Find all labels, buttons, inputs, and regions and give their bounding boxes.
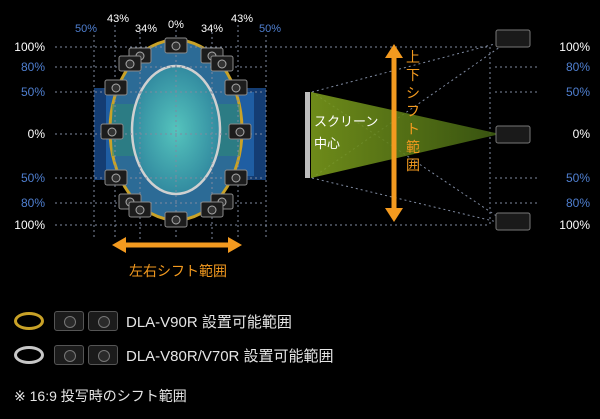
svg-text:80%: 80% [566, 196, 590, 210]
svg-text:100%: 100% [559, 40, 590, 54]
svg-text:50%: 50% [21, 171, 45, 185]
svg-text:100%: 100% [14, 40, 45, 54]
svg-text:50%: 50% [259, 23, 281, 35]
projector-lens-icon [231, 173, 241, 183]
screen-center-label: スクリーン [314, 114, 378, 129]
svg-text:80%: 80% [566, 60, 590, 74]
screen-center-label-2: 中心 [314, 136, 340, 151]
projector-icon [54, 345, 84, 365]
svg-text:34%: 34% [201, 23, 223, 35]
svg-text:下: 下 [406, 67, 420, 83]
projector-lens-icon [125, 59, 135, 69]
svg-text:43%: 43% [231, 13, 253, 25]
projector-lens-icon [107, 127, 117, 137]
svg-text:50%: 50% [75, 23, 97, 35]
right-projectors [495, 29, 531, 231]
projector-lens-icon [235, 127, 245, 137]
vertical-shift-arrow [385, 44, 403, 222]
right-labels: 100% 80% 50% 0% 50% 80% 100% [559, 40, 590, 232]
svg-text:100%: 100% [559, 218, 590, 232]
screen-bar [305, 92, 310, 178]
top-labels: 50% 43% 34% 0% 34% 43% 50% [75, 13, 281, 35]
legend-v80r-v70r: DLA-V80R/V70R 設置可能範囲 [14, 342, 334, 368]
projector-icon [88, 311, 118, 331]
svg-text:0%: 0% [28, 127, 46, 141]
svg-text:100%: 100% [14, 218, 45, 232]
svg-text:囲: 囲 [406, 157, 420, 173]
left-labels: 100% 80% 50% 0% 50% 80% 100% [14, 40, 45, 232]
svg-text:シ: シ [406, 85, 420, 101]
projector-lens-icon [111, 173, 121, 183]
shift-range-diagram: スクリーン 中心 上 下 シ フ ト 範 囲 左右シフト範囲 50% 43% 3… [14, 13, 590, 279]
svg-text:80%: 80% [21, 196, 45, 210]
footnote: ※ 16:9 投写時のシフト範囲 [14, 388, 187, 404]
projector-lens-icon [171, 215, 181, 225]
svg-text:上: 上 [406, 49, 420, 65]
projector-icon [54, 311, 84, 331]
svg-text:0%: 0% [573, 127, 591, 141]
svg-text:範: 範 [406, 139, 420, 155]
svg-text:50%: 50% [566, 171, 590, 185]
projector-lens-icon [135, 205, 145, 215]
projector-lens-icon [231, 83, 241, 93]
projector-lens-icon [111, 83, 121, 93]
projector-icons [100, 37, 252, 228]
svg-text:フ: フ [406, 103, 420, 119]
svg-text:43%: 43% [107, 13, 129, 25]
vertical-shift-label: 上 下 シ フ ト 範 囲 [406, 49, 420, 173]
svg-text:50%: 50% [21, 85, 45, 99]
gold-ring-icon [14, 312, 44, 330]
projector-lens-icon [217, 59, 227, 69]
projector-icon [88, 345, 118, 365]
svg-text:34%: 34% [135, 23, 157, 35]
legend-label-v80r-v70r: DLA-V80R/V70R 設置可能範囲 [126, 347, 334, 365]
svg-text:0%: 0% [168, 19, 184, 31]
svg-text:ト: ト [406, 121, 420, 137]
legend-label-v90r: DLA-V90R 設置可能範囲 [126, 313, 292, 331]
silver-ring-icon [14, 346, 44, 364]
projector-lens-icon [171, 41, 181, 51]
horizontal-shift-arrow [112, 237, 242, 253]
svg-text:50%: 50% [566, 85, 590, 99]
legend-v90r: DLA-V90R 設置可能範囲 [14, 308, 292, 334]
projector-lens-icon [207, 205, 217, 215]
horizontal-shift-label: 左右シフト範囲 [129, 263, 227, 279]
projection-beam [311, 92, 500, 178]
svg-text:80%: 80% [21, 60, 45, 74]
